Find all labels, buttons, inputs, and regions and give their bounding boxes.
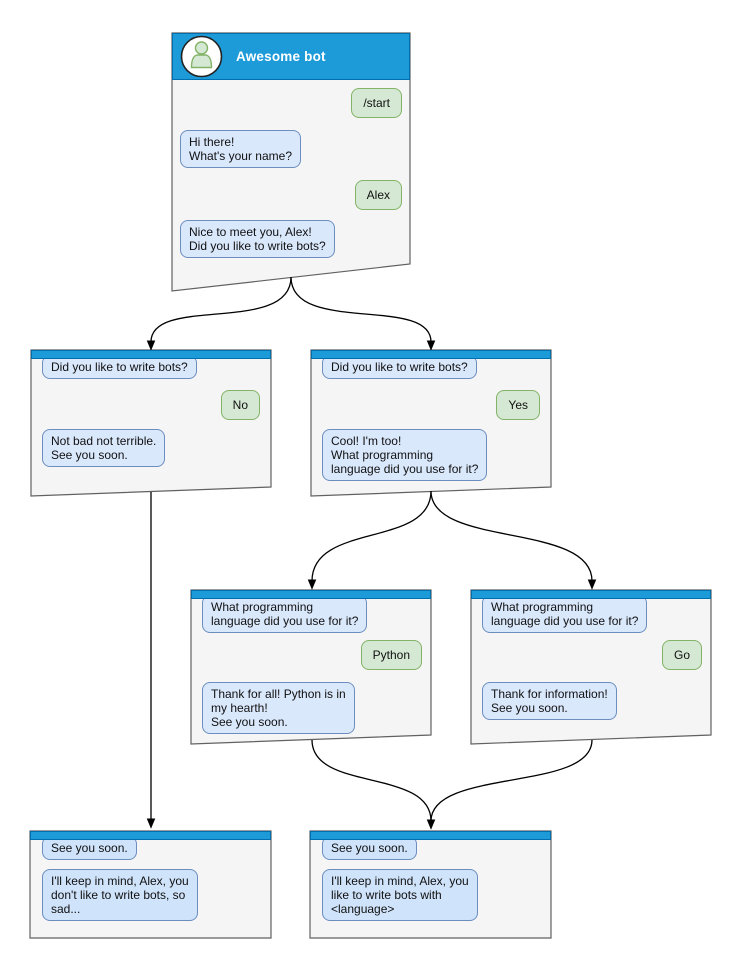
title-bar: [311, 350, 551, 359]
bot-message-bubble: What programming language did you use fo…: [202, 595, 368, 633]
chat-card-python: What programming language did you use fo…: [191, 590, 431, 744]
user-message-bubble: No: [220, 390, 260, 420]
bot-message-bubble: Hi there! What's your name?: [180, 130, 302, 168]
chat-card-go: What programming language did you use fo…: [471, 590, 711, 744]
bot-message-bubble: I'll keep in mind, Alex, you don't like …: [42, 869, 198, 921]
user-message-bubble: Yes: [496, 390, 540, 420]
person-icon-head: [194, 41, 209, 55]
title-bar: [31, 350, 271, 359]
bot-message-bubble: Thank for information! See you soon.: [482, 682, 617, 720]
chat-card-end-yes: See you soon. I'll keep in mind, Alex, y…: [310, 831, 551, 938]
bot-message-bubble: Thank for all! Python is in my hearth! S…: [202, 682, 355, 734]
bot-message-bubble: Nice to meet you, Alex! Did you like to …: [180, 220, 335, 258]
connector-go-to-end: [430, 739, 593, 822]
person-icon-body: [190, 54, 213, 69]
user-message-bubble: Go: [661, 640, 702, 670]
bot-message-bubble: Cool! I'm too! What programming language…: [322, 429, 488, 481]
bot-message-bubble: See you soon.: [322, 836, 417, 860]
title-bar: [471, 590, 711, 599]
connector-yes-to-python: [312, 490, 432, 581]
bot-message-bubble: I'll keep in mind, Alex, you like to wri…: [322, 869, 478, 921]
user-message-bubble: Alex: [354, 180, 402, 210]
bot-title: Awesome bot: [236, 49, 326, 64]
connector-python-to-end: [311, 739, 431, 821]
chat-card-end-no: See you soon. I'll keep in mind, Alex, y…: [30, 831, 271, 938]
bot-message-bubble: See you soon.: [42, 836, 137, 860]
connector-root-to-yes: [290, 276, 431, 342]
bot-message-bubble: What programming language did you use fo…: [482, 595, 648, 633]
bot-avatar-icon: [180, 35, 223, 78]
title-bar: [191, 590, 431, 599]
user-message-bubble: Python: [360, 640, 422, 670]
title-bar: [310, 831, 551, 840]
chat-card-root: Awesome bot /start Hi there! What's your…: [172, 33, 410, 291]
chat-header: Awesome bot: [172, 33, 410, 80]
bot-message-bubble: Did you like to write bots?: [42, 355, 197, 379]
title-bar: [30, 831, 271, 840]
user-message-bubble: /start: [351, 88, 402, 118]
connector-root-to-no: [151, 276, 292, 342]
bot-message-bubble: Not bad not terrible. See you soon.: [42, 429, 166, 467]
chat-card-yes: Did you like to write bots? Yes Cool! I'…: [311, 350, 551, 496]
chat-card-no: Did you like to write bots? No Not bad n…: [31, 350, 271, 496]
connector-yes-to-go: [430, 490, 592, 581]
